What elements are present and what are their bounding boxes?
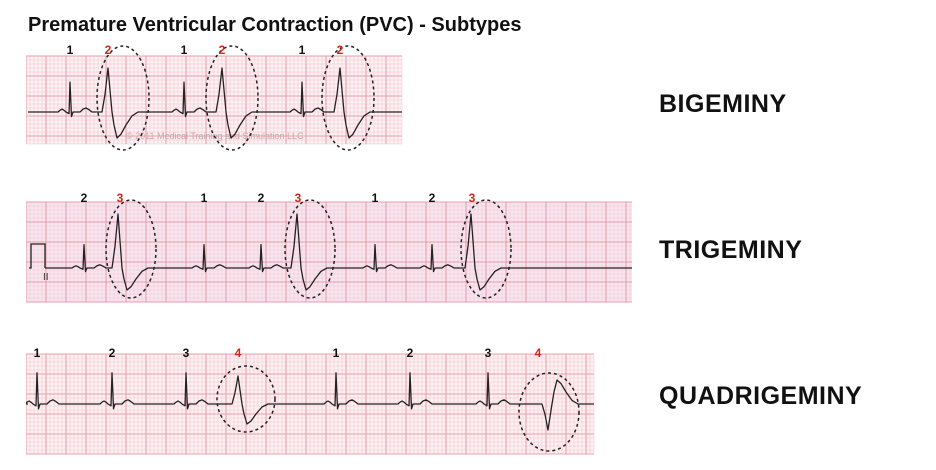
lead-label: II [43,272,49,283]
pvc-beat-label: 4 [535,346,542,360]
pvc-circle [216,365,276,433]
subtype-label-quadrigeminy: QUADRIGEMINY [659,382,863,410]
pvc-beat-label: 2 [337,43,344,57]
subtype-label-trigeminy: TRIGEMINY [659,236,803,264]
pvc-circle [321,45,375,151]
normal-beat-label: 2 [258,191,265,205]
normal-beat-label: 1 [34,346,41,360]
ecg-strip-quadrigeminy: 1 2 3 4 1 2 3 4 [26,342,598,464]
normal-beat-label: 1 [299,43,306,57]
normal-beat-label: 1 [181,43,188,57]
normal-beat-label: 2 [109,346,116,360]
pvc-circle [96,45,150,151]
normal-beat-label: 2 [407,346,414,360]
normal-beat-label: 1 [67,43,74,57]
normal-beat-label: 1 [201,191,208,205]
ecg-strip-trigeminy-svg: II 2 3 1 2 3 1 2 3 [26,191,632,303]
ecg-strip-bigeminy-svg: © 2011 Medical Training and Simulation L… [26,43,403,151]
pvc-beat-label: 4 [235,346,242,360]
normal-beat-label: 3 [485,346,492,360]
ecg-strip-trigeminy: II 2 3 1 2 3 1 2 3 [26,188,636,306]
normal-beat-label: 1 [333,346,340,360]
pvc-beat-label: 3 [295,191,302,205]
page-title: Premature Ventricular Contraction (PVC) … [28,14,522,36]
normal-beat-label: 2 [429,191,436,205]
pvc-beat-label: 2 [219,43,226,57]
pvc-beat-label: 3 [469,191,476,205]
pvc-beat-label: 3 [117,191,124,205]
ecg-strip-bigeminy: © 2011 Medical Training and Simulation L… [26,42,406,160]
ecg-strip-quadrigeminy-svg: 1 2 3 4 1 2 3 4 [26,346,595,455]
ecg-trace-trigeminy [45,213,632,291]
pvc-beat-label: 2 [105,43,112,57]
subtype-label-bigeminy: BIGEMINY [659,90,787,118]
ecg-grid-major [26,55,402,144]
pvc-circle [205,45,259,151]
pvc-circle [284,199,336,299]
pvc-circle [460,199,512,299]
ecg-paper [26,202,632,302]
normal-beat-label: 3 [183,346,190,360]
pvc-circle [105,199,157,299]
normal-beat-label: 2 [81,191,88,205]
pvc-circle [518,372,580,452]
normal-beat-label: 1 [372,191,379,205]
ecg-grid [26,201,632,303]
ecg-trace-quadrigeminy [26,372,594,431]
calibration-pulse [29,243,46,269]
ecg-trace-bigeminy [28,67,402,139]
